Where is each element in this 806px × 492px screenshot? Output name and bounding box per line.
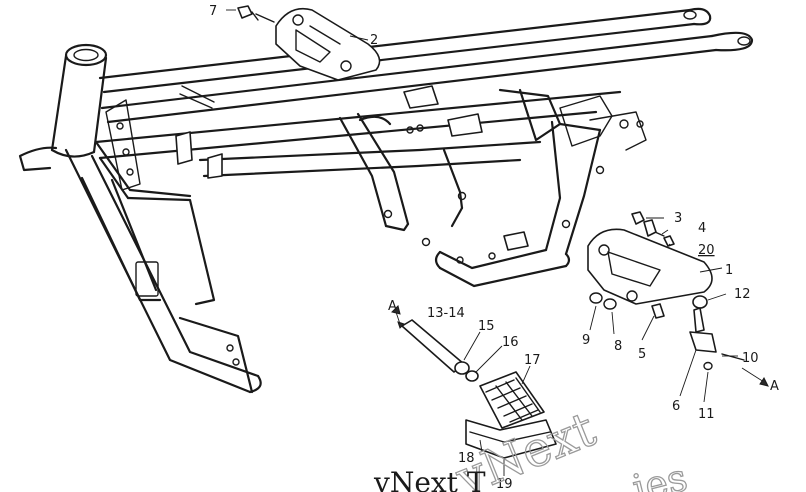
upper-spars [98, 7, 754, 124]
direction-arrows [391, 305, 769, 387]
callout-1: 1 [725, 263, 733, 278]
callout-17: 17 [524, 353, 541, 368]
arrow-a-left-label: A [388, 299, 397, 314]
front-gusset-plate [105, 99, 141, 191]
callout-4: 4 [698, 221, 706, 236]
part-7-bolt-nut-upper [237, 5, 275, 23]
part-2-footrest-bracket-upper [275, 7, 381, 81]
footrest-pin-left [397, 319, 479, 382]
center-tubes [338, 112, 467, 247]
callout-5: 5 [638, 347, 646, 362]
arrow-a-right-icon [759, 377, 769, 387]
watermark-small: vNext T [373, 466, 486, 492]
cross-brackets [175, 85, 483, 179]
part-1-footrest-bracket-right [587, 228, 713, 305]
callout-8: 8 [614, 339, 622, 354]
rear-subframe [434, 88, 647, 288]
callout-19: 19 [496, 477, 513, 492]
callout-15: 15 [478, 319, 495, 334]
callout-20: 20 [698, 243, 715, 258]
lower-cradle [94, 90, 622, 200]
callout-3: 3 [674, 211, 682, 226]
callout-leaders [226, 9, 765, 476]
callout-12: 12 [734, 287, 751, 302]
main-frame [18, 7, 754, 394]
callout-6: 6 [672, 399, 680, 414]
callout-16: 16 [502, 335, 519, 350]
arrow-a-left-icon [391, 305, 401, 315]
steering-head [18, 43, 108, 172]
callout-10: 10 [742, 351, 759, 366]
callout-2: 2 [370, 33, 378, 48]
part-12-pin-clamp [689, 295, 745, 371]
callout-11: 11 [698, 407, 715, 422]
callout-9: 9 [582, 333, 590, 348]
watermark-tail: ies [628, 455, 691, 492]
arrow-a-right-label: A [770, 379, 779, 394]
callout-labels: 7 2 3 4 20 1 12 9 8 5 10 6 11 13-14 15 1… [209, 4, 779, 492]
callout-7: 7 [209, 4, 217, 19]
callout-13-14: 13-14 [427, 306, 465, 321]
callout-18: 18 [458, 451, 475, 466]
fasteners-right [589, 211, 675, 319]
part-18-footpeg-holder [465, 419, 557, 459]
part-17-footpeg-rubber [479, 371, 545, 429]
front-downtubes [64, 148, 262, 394]
